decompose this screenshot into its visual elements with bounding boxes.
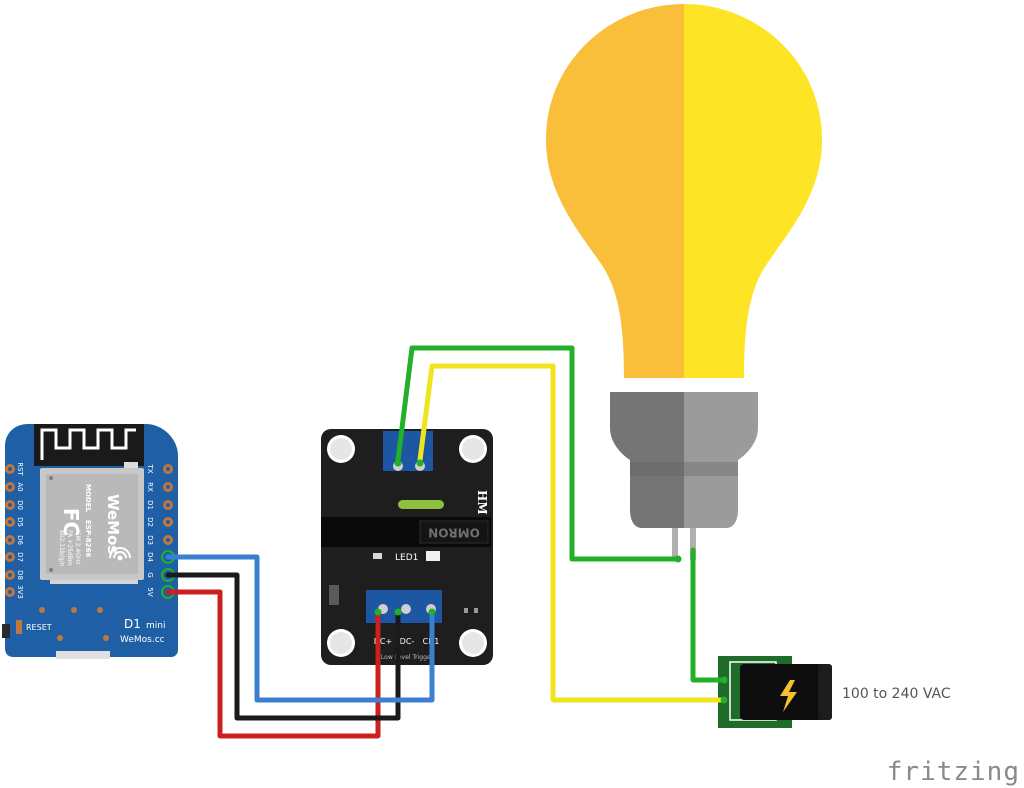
wire-green	[395, 345, 681, 562]
wifi-icon	[109, 547, 131, 561]
mount-hole	[462, 632, 484, 654]
smd-pad	[474, 608, 478, 613]
smd-pad	[464, 608, 468, 613]
wire-red	[165, 589, 381, 739]
mounting-dot	[39, 607, 45, 613]
smd-led	[124, 462, 138, 468]
wire-yellow	[417, 363, 727, 703]
bulb-lead-right	[690, 528, 696, 560]
bulb-base-band	[630, 462, 738, 476]
bulb-glass-left	[546, 4, 684, 378]
wire-green-2	[690, 547, 727, 683]
esp-shield-inner	[46, 474, 138, 574]
mount-hole	[462, 438, 484, 460]
power-source: 100 to 240 VAC	[718, 656, 951, 728]
bulb-lead-left	[672, 528, 678, 560]
wemos-d1-mini: FC MODEL ESP-8266 ISM 2.4GHz PA +25dBm 8…	[2, 424, 178, 659]
reset-label: RESET	[26, 623, 52, 632]
pin-label: D3	[146, 535, 154, 545]
bulb-glass-right	[684, 4, 822, 378]
pin-label: RX	[146, 482, 154, 492]
pin-labels-left: RST A0 D0 D5 D6 D7 D8 3V3	[16, 462, 24, 599]
power-jack-end	[818, 664, 832, 720]
bulb-base-left	[610, 392, 684, 528]
mounting-dot	[57, 635, 63, 641]
pin-label: D1	[146, 500, 154, 510]
board-suffix: mini	[146, 621, 165, 631]
pin-label: D5	[16, 517, 24, 527]
pin-label: 3V3	[16, 585, 24, 599]
chip-spec-ism: ISM 2.4GHz	[74, 530, 81, 565]
board-website: WeMos.cc	[120, 635, 165, 645]
relay-module: HM OMRON LED1 DC+ DC- CH1 Low Level Trig…	[321, 429, 493, 665]
chip-spec-wifi: 802.11b/g/n	[58, 530, 65, 567]
reset-button	[2, 624, 10, 638]
shield-dot	[49, 568, 53, 572]
pin-label: RST	[16, 462, 24, 476]
top-terminal-block	[383, 431, 433, 471]
board-name: D1	[124, 617, 141, 631]
pads-left-holes	[8, 467, 12, 594]
shield-dot	[49, 476, 53, 480]
mount-hole	[330, 632, 352, 654]
fritzing-watermark: fritzing	[887, 757, 1020, 787]
terminal-screw	[401, 604, 411, 614]
chip-model-label: MODEL	[84, 484, 92, 513]
pin-label: D2	[146, 517, 154, 527]
pin-label: A0	[16, 482, 24, 491]
chip-brand: WeMos	[104, 494, 122, 554]
usb-connector	[56, 651, 110, 659]
antenna-trace	[40, 428, 136, 460]
pin-label: D4	[146, 552, 154, 562]
terminal-label-dcminus: DC-	[400, 637, 415, 646]
wire-blue	[165, 554, 435, 703]
mounting-dot	[103, 635, 109, 641]
small-component	[16, 620, 22, 634]
pin-label: D0	[16, 500, 24, 510]
mounting-dot	[97, 607, 103, 613]
mount-hole	[330, 438, 352, 460]
wire-black	[165, 572, 401, 721]
wire-end-markers	[374, 459, 728, 704]
pin-label: TX	[146, 463, 154, 473]
relay-brand: OMRON	[428, 526, 480, 540]
relay-label-plate	[419, 520, 489, 544]
chip-model: ESP-8266	[84, 520, 92, 557]
pin-label: D6	[16, 535, 24, 545]
fc-mark: FC	[59, 508, 83, 536]
led-component	[426, 551, 440, 561]
trigger-label: Low Level Trigger	[381, 654, 434, 661]
relay-mark: HM	[475, 490, 489, 515]
pin-label: G	[146, 572, 154, 577]
light-bulb	[546, 4, 822, 560]
pin-label: 5V	[146, 587, 154, 596]
bulb-base-right	[684, 392, 758, 528]
terminal-label-dcplus: DC+	[374, 637, 392, 646]
pads-right-holes	[166, 467, 170, 542]
pin-label: D8	[16, 570, 24, 580]
wires	[165, 345, 727, 739]
mounting-dot	[71, 607, 77, 613]
chip-spec-pa: PA +25dBm	[66, 530, 73, 566]
led-label: LED1	[395, 553, 418, 563]
power-label: 100 to 240 VAC	[842, 686, 951, 702]
lightning-icon	[780, 680, 797, 712]
pin-labels-right: TX RX D1 D2 D3 D4 G 5V	[146, 463, 154, 596]
fuse-component	[398, 500, 444, 509]
pin-header-strip	[50, 580, 138, 584]
transistor	[329, 585, 339, 605]
pin-label: D7	[16, 552, 24, 562]
led-indicator	[373, 553, 382, 559]
